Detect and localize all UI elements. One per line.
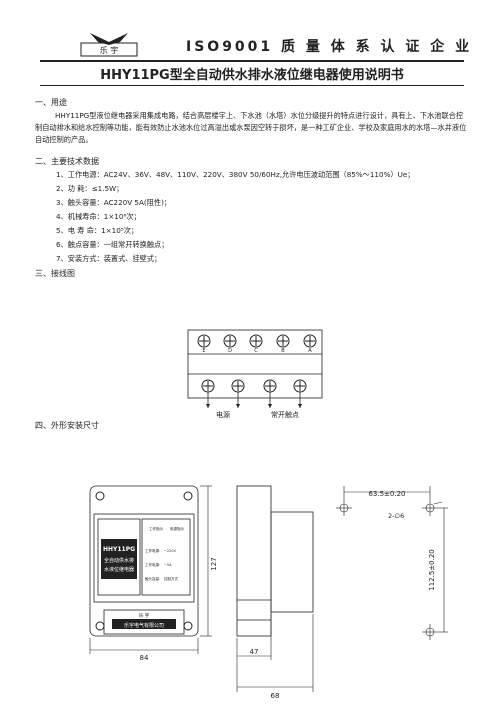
spec-item-3: 3、触头容量：AC220V 5A(阻性)；: [56, 198, 172, 207]
header-rule: [40, 60, 464, 62]
bottom-terminals: [201, 379, 307, 393]
terminal-a: [303, 334, 317, 348]
section-1-text: HHY11PG型液位继电器采用集成电路，结合高层楼宇上、下水池（水塔）水位分级提…: [35, 111, 467, 144]
hole-spec: 2-∅6: [388, 512, 404, 520]
dim-mount-vertical: 112.5±0.20: [428, 549, 436, 591]
switch-value-2: ~5A: [164, 563, 172, 567]
certification-banner: ISO9001 质 量 体 系 认 证 企 业: [186, 39, 473, 55]
svg-text:乐 宇: 乐 宇: [100, 45, 119, 55]
indicator-label-work: 工作指示: [149, 526, 163, 531]
brand-bar: 乐宇电气有限公司: [124, 622, 164, 629]
dim-side-inner: 47: [250, 648, 259, 656]
spec-item-2: 2、功 耗：≤1.5W；: [56, 184, 124, 193]
device-model: HHY11PG: [103, 546, 135, 553]
terminal-label-d: D: [228, 348, 232, 354]
indicator-label-power: 电源指示: [170, 526, 184, 531]
mounting-hole-diagram: 63.5±0.20 2-∅6 112.5±0.20: [336, 486, 448, 640]
terminal-e: [197, 334, 211, 348]
dim-front-width: 84: [140, 654, 149, 662]
spec-item-6: 6、触点容量：一组常开转换触点；: [56, 240, 169, 249]
device-desc-1: 全自动供水排: [104, 557, 134, 564]
document-title: HHY11PG型全自动供水排水液位继电器使用说明书: [100, 68, 404, 83]
terminal-b: [276, 334, 290, 348]
spec-item-7: 7、安装方式：装置式、挂壁式；: [56, 254, 162, 263]
device-desc-2: 水液位继电器: [104, 566, 134, 573]
label-contact: 常开触点: [271, 410, 299, 419]
label-power: 电源: [216, 410, 230, 419]
switch-value-1: ~220V: [164, 549, 177, 553]
terminal-c: [249, 334, 263, 348]
terminal-label-e: E: [202, 348, 205, 354]
spec-item-1: 1、工作电源：AC24V、36V、48V、110V、220V、380V 50/6…: [56, 170, 415, 179]
section-3-heading: 三、接线图: [35, 269, 75, 278]
section-1-heading: 一、用途: [35, 98, 67, 107]
dim-side-outer: 68: [271, 692, 280, 700]
terminal-label-a: A: [308, 348, 312, 354]
wiring-diagram: E D C B A 电源 常开触点: [187, 329, 323, 419]
title-rule: [40, 85, 464, 86]
spec-item-4: 4、机械寿命：1×10⁶次；: [56, 212, 141, 221]
switch-label-1: 工作电源：: [145, 548, 163, 553]
side-view-drawing: 47 68: [236, 485, 314, 700]
switch-value-3: 控制方式: [164, 576, 178, 581]
company-logo: 乐 宇: [80, 33, 138, 57]
switch-label-3: 触头容量：: [145, 576, 163, 581]
terminal-d: [223, 334, 237, 348]
top-terminals: [197, 334, 317, 348]
switch-label-2: 工作电源：: [145, 562, 163, 567]
dim-mount-horizontal: 63.5±0.20: [368, 490, 405, 498]
dim-front-height: 127: [210, 557, 218, 570]
section-2-heading: 二、主要技术数据: [35, 157, 99, 166]
terminal-label-c: C: [254, 348, 258, 354]
spec-item-5: 5、电 寿 命：1×10⁵次；: [56, 226, 139, 235]
terminal-label-b: B: [281, 348, 285, 354]
brand-sub: 乐 宇: [139, 612, 150, 619]
front-view-drawing: HHY11PG 全自动供水排 水液位继电器 工作指示 电源指示 工作电源： ~2…: [89, 485, 218, 662]
section-4-heading: 四、外形安装尺寸: [35, 421, 99, 430]
